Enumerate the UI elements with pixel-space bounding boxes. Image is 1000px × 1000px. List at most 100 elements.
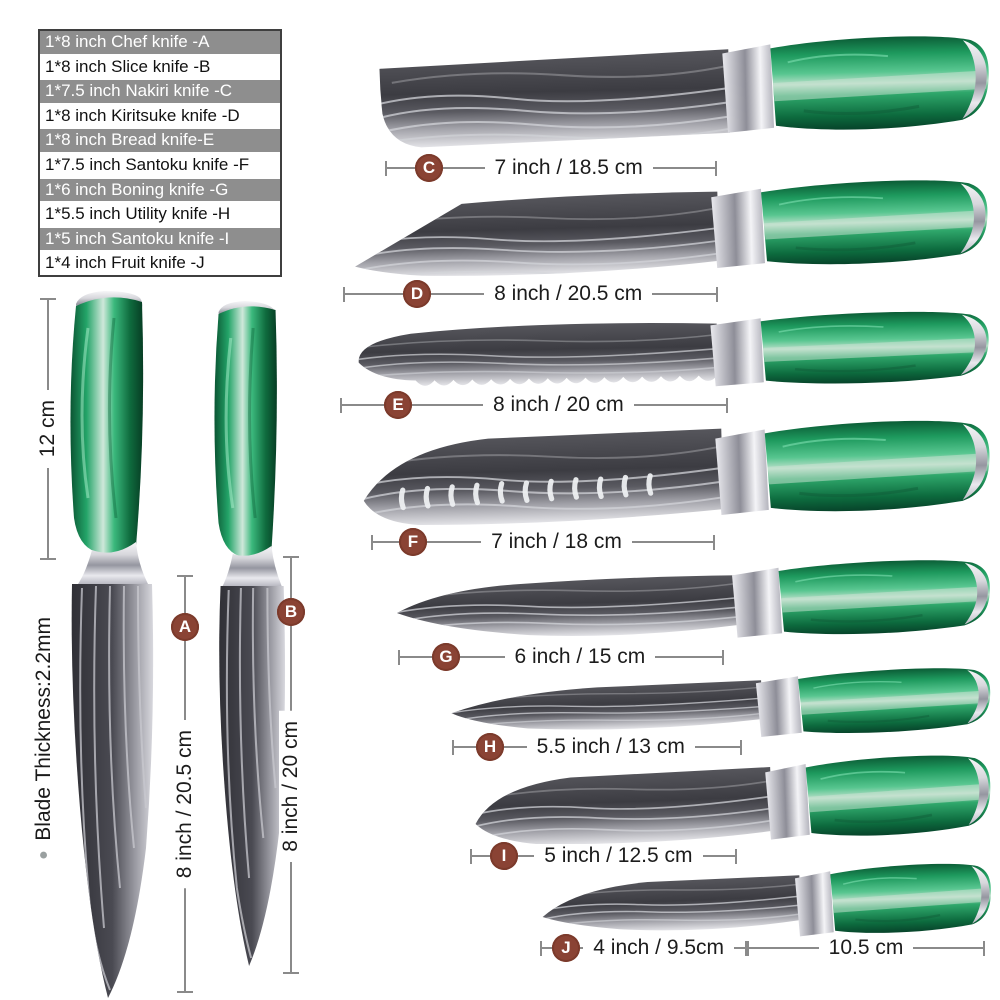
knife-e-measure: E 8 inch / 20 cm [340,390,728,420]
knife-d-measure-label: 8 inch / 20.5 cm [484,282,653,306]
knife-j-handle-measure: 10.5 cm [747,933,986,963]
knife-f-measure-label: 7 inch / 18 cm [481,530,632,554]
measure-line [412,404,483,406]
measure-tick [735,848,737,864]
knife-d-kiritsuke-illustration [347,174,994,291]
knife-d-measure: D 8 inch / 20.5 cm [343,279,718,309]
measure-tick [398,649,400,665]
measure-line [913,947,984,949]
knife-a-chef-illustration [52,288,174,1000]
measure-line [184,641,186,721]
knife-h-measure: H 5.5 inch / 13 cm [452,732,742,762]
measure-tick [983,940,986,956]
legend-item: 1*7.5 inch Nakiri knife -C [40,80,280,105]
blade-thickness-label: Blade Thickness:2.2mm [32,616,55,841]
measure-tick [716,286,718,302]
measure-line [580,947,584,949]
legend-item: 1*6 inch Boning knife -G [40,178,280,204]
measure-line [290,861,292,972]
knife-g-boning-illustration [392,554,996,658]
measure-tick [340,397,342,413]
handle-length-label: 12 cm [36,390,60,468]
measure-line [702,855,735,857]
measure-tick [740,739,742,755]
measure-tick [385,160,387,176]
knife-f-santoku-illustration [354,414,997,539]
measure-line [431,293,485,295]
knife-j-blade-measure: J 4 inch / 9.5cm [540,933,747,963]
measure-line [443,167,485,169]
bullet-dot: ● [35,846,52,864]
measure-tick [177,575,193,577]
measure-line [454,746,476,748]
knife-g-measure-label: 6 inch / 15 cm [504,645,656,669]
measure-tick [540,940,542,956]
measure-line [694,746,740,748]
measure-line [47,300,49,391]
knife-b-measure-label: 8 inch / 20 cm [279,710,303,862]
knife-c-nakiri-illustration [371,29,995,154]
measure-tick [747,940,749,956]
legend-item: 1*7.5 inch Santoku knife -F [40,154,280,179]
measure-line [290,626,292,711]
measure-tick [745,940,747,956]
measure-line [631,541,713,543]
legend-item: 1*4 inch Fruit knife -J [45,253,205,273]
measure-line [427,541,482,543]
knife-a-badge: A [171,613,199,641]
handle-length-measure: 12 cm [33,298,63,560]
measure-tick [470,848,472,864]
knife-legend: 1*8 inch Chef knife -A 1*8 inch Slice kn… [38,29,282,277]
knife-i-measure-label: 5 inch / 12.5 cm [534,844,703,868]
legend-item: 1*8 inch Kiritsuke knife -D [40,105,280,130]
measure-line [652,293,716,295]
measure-tick [713,534,715,550]
knife-b-badge: B [277,598,305,626]
knife-h-measure-label: 5.5 inch / 13 cm [526,735,695,759]
knife-a-measure-label: 8 inch / 20.5 cm [173,720,197,889]
knife-i-santoku-small-illustration [469,749,997,862]
measure-line [518,855,535,857]
legend-item: 1*8 inch Slice knife -B [40,56,280,81]
knife-j-blade-measure-label: 4 inch / 9.5cm [583,936,735,960]
measure-line [460,656,505,658]
measure-line [342,404,384,406]
measure-line [290,558,292,598]
blade-thickness-note: ● Blade Thickness:2.2mm [16,590,72,890]
knife-g-badge: G [432,643,460,671]
measure-line [345,293,403,295]
measure-tick [452,739,454,755]
knife-b-slice-illustration [188,298,302,970]
knife-j-badge: J [552,934,580,962]
legend-item: 1*5.5 inch Utility knife -H [40,203,280,228]
knife-g-measure: G 6 inch / 15 cm [398,642,724,672]
knife-b-measure: B 8 inch / 20 cm [276,556,306,974]
knife-c-measure: C 7 inch / 18.5 cm [385,153,717,183]
measure-line [472,855,490,857]
knife-c-measure-label: 7 inch / 18.5 cm [484,156,653,180]
measure-line [387,167,415,169]
measure-line [184,577,186,613]
measure-tick [371,534,373,550]
knife-e-measure-label: 8 inch / 20 cm [482,393,634,417]
knife-e-bread-illustration [343,306,994,403]
measure-tick [40,558,56,560]
measure-line [734,947,745,949]
measure-line [400,656,432,658]
measure-tick [283,972,299,974]
measure-line [749,947,819,949]
measure-tick [722,649,724,665]
legend-item: 1*5 inch Santoku knife -I [40,227,280,253]
measure-tick [343,286,345,302]
measure-line [655,656,722,658]
measure-line [652,167,715,169]
measure-line [633,404,726,406]
knife-a-measure: A 8 inch / 20.5 cm [170,575,200,993]
knife-j-handle-measure-label: 10.5 cm [818,936,914,960]
knife-e-badge: E [384,391,412,419]
measure-tick [283,556,299,558]
legend-item: 1*8 inch Bread knife-E [40,129,280,154]
knife-f-badge: F [399,528,427,556]
legend-item: 1*8 inch Chef knife -A [40,31,280,56]
